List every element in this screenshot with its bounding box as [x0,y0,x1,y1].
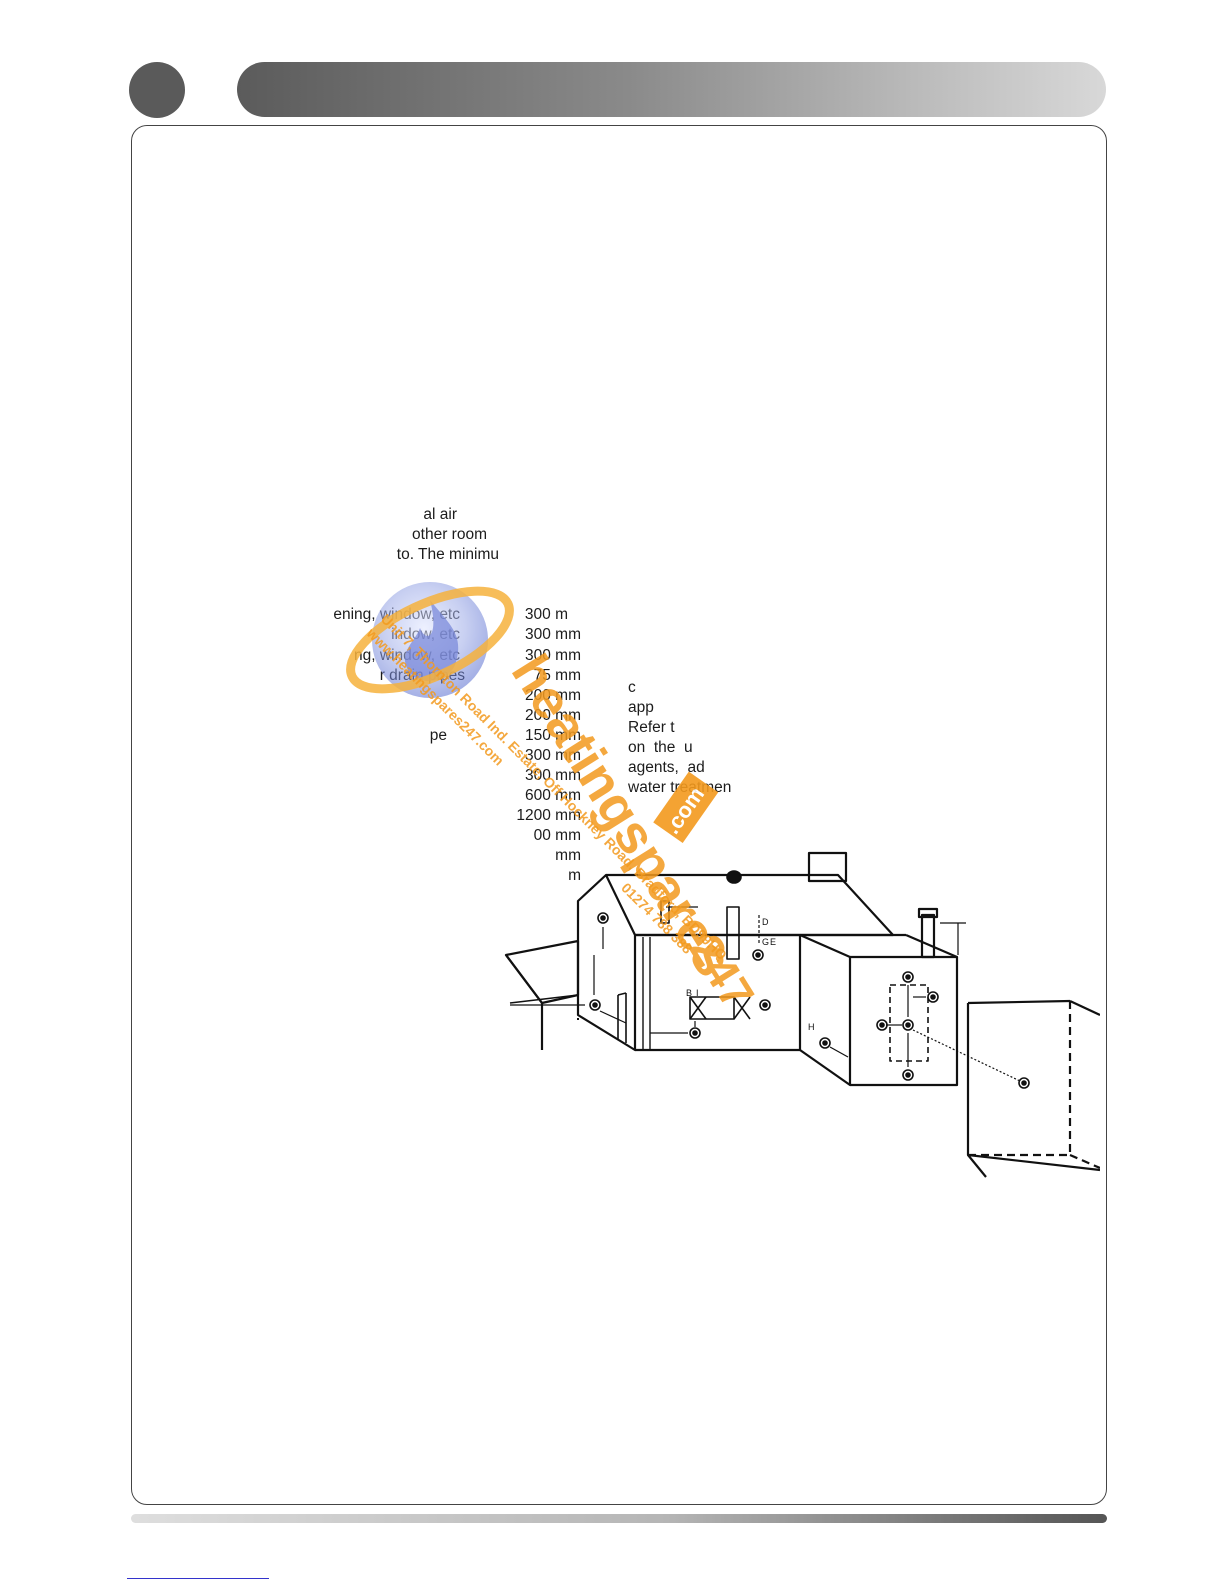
label-g: G [762,937,769,947]
clearance-value: mm [555,847,581,864]
clearance-value: 300 mm [525,626,581,643]
clearance-value: 300 m [524,606,568,623]
clearance-label: ng, window, etc [354,647,460,664]
extension [799,907,959,1087]
label-h: H [808,1022,815,1032]
right-text-line: water treatmen [628,779,732,796]
clearance-value: 00 mm [533,827,581,844]
clearance-value: 200 mm [525,687,581,704]
section-number-circle [129,62,185,118]
clearance-value: 1200 mm [516,807,581,824]
porch-canopy [504,939,580,1050]
label-d: D [762,917,769,927]
clearance-label: ening, window, etc [333,606,460,623]
clearance-label: pe [429,727,447,744]
intro-line-2: other room [412,526,487,543]
house-body [576,851,895,1052]
clearance-label: indow, etc [391,626,460,643]
clearance-value: 75 mm [533,667,581,684]
flue-terminal-diagram: B I D E G H [504,851,1100,1178]
clearance-value: m [568,867,581,884]
terminals [589,870,1030,1089]
clearance-value: 300 mm [525,647,581,664]
footer-link-underline[interactable] [127,1578,269,1579]
right-text-line: Refer t [628,719,675,736]
label-i: I [696,988,699,998]
right-text-line: c [628,679,636,696]
clearance-value: 200 mm [525,707,581,724]
label-b: B [686,988,692,998]
right-text-line: agents, ad [628,759,705,776]
clearance-value: 600 mm [525,787,581,804]
clearance-value: 150 mm [525,727,581,744]
clearance-value: 300 mm [525,747,581,764]
intro-line-1: al air [423,506,457,523]
dimension-lines [510,906,1021,1082]
clearance-value: 300 mm [525,767,581,784]
footer-bar [131,1514,1107,1523]
section-title-banner [237,62,1106,117]
adjacent-building [966,999,1100,1178]
clearance-label: r drain pipes [379,667,465,684]
right-text-line: app [628,699,654,716]
content-frame [131,125,1107,1505]
intro-line-3: to. The minimu [396,546,499,563]
label-e: E [770,937,776,947]
right-text-line: on the u [628,739,693,756]
